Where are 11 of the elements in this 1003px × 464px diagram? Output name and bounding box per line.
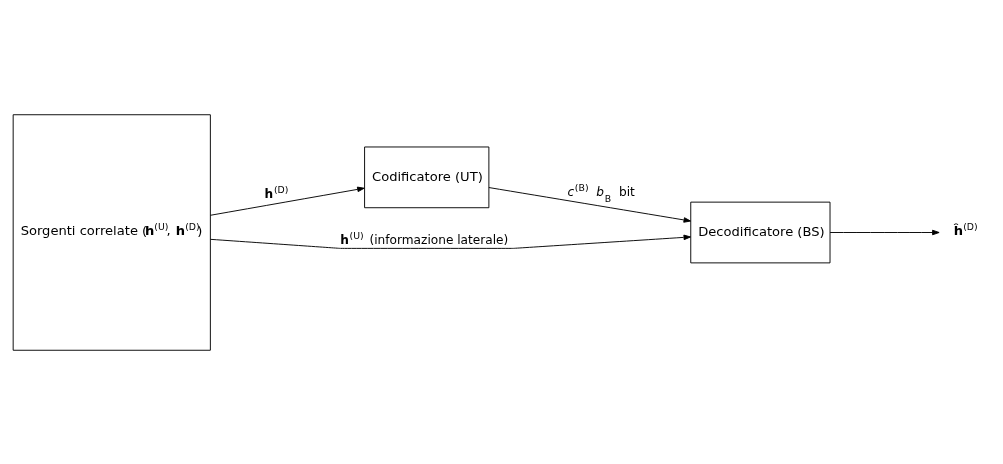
node-box: Sorgenti correlate (h$^{(U)}$, h$^{(D)}$) bbox=[12, 113, 211, 351]
edge-label: h$^{(D)}$ bbox=[264, 183, 289, 201]
arrow bbox=[488, 186, 691, 223]
node-box: Decodificatore (BS) bbox=[690, 201, 831, 263]
arrow bbox=[829, 229, 940, 235]
edge-label: h$^{(U)}$ (informazione laterale) bbox=[340, 229, 509, 247]
node-text: ĥ$^{(D)}$ bbox=[953, 220, 978, 238]
arrow bbox=[210, 234, 691, 249]
arrow bbox=[210, 186, 365, 216]
edge-label: c$^{(B)}$ b$_{B}$ bit bbox=[567, 181, 635, 204]
node-box: Codificatore (UT) bbox=[364, 146, 490, 208]
